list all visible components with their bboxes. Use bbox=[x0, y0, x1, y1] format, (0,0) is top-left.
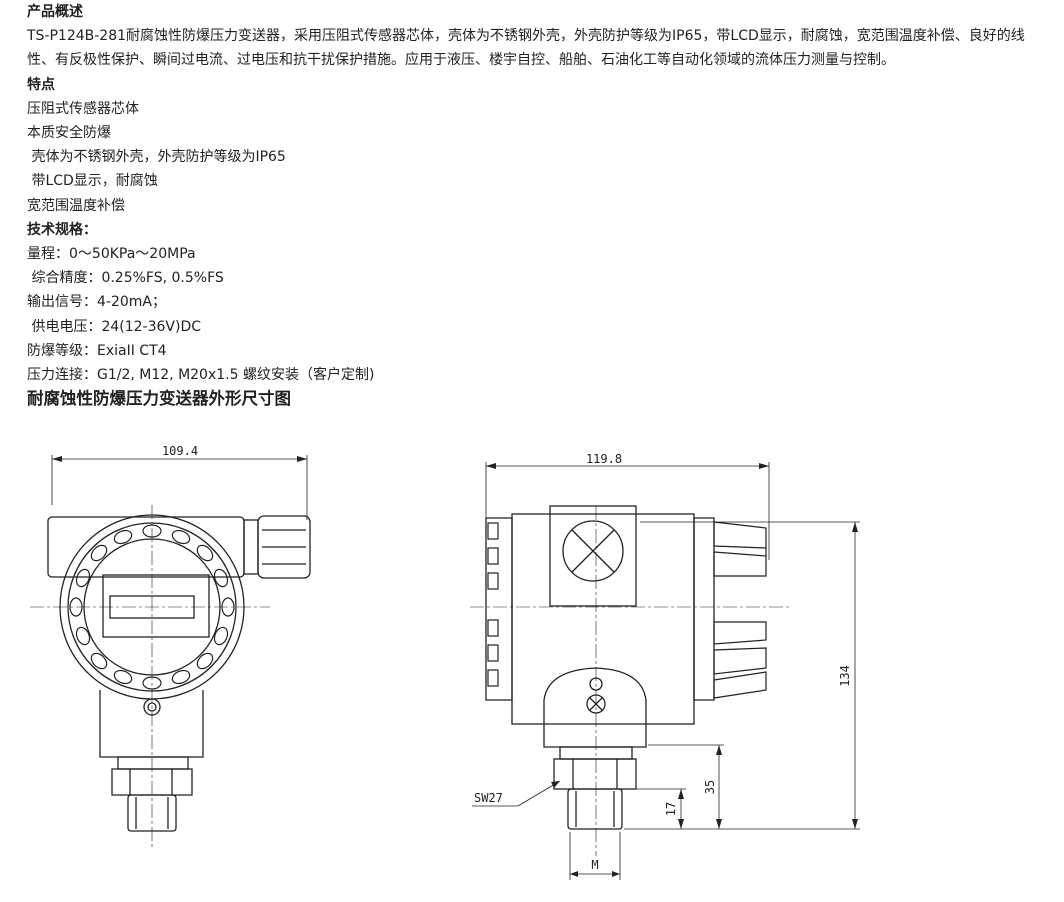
dim-front-width: 109.4 bbox=[162, 444, 198, 458]
spec-item: 压力连接：G1/2, M12, M20x1.5 螺纹安装（客户定制) bbox=[27, 367, 375, 384]
feature-item: 带LCD显示，耐腐蚀 bbox=[27, 173, 158, 190]
spec-item: 供电电压：24(12-36V)DC bbox=[27, 318, 202, 335]
dim-thread-length: 17 bbox=[664, 802, 678, 816]
features-heading: 特点 bbox=[27, 76, 55, 93]
overview-heading: 产品概述 bbox=[27, 4, 83, 20]
dim-wrench: SW27 bbox=[474, 791, 503, 805]
spec-item: 量程：0～50KPa～20MPa bbox=[27, 246, 196, 263]
spec-item: 综合精度：0.25%FS, 0.5%FS bbox=[27, 270, 224, 287]
dim-side-width: 119.8 bbox=[586, 452, 622, 466]
specs-heading: 技术规格： bbox=[27, 221, 97, 238]
document-content: 产品概述 TS-P124B-281耐腐蚀性防爆压力变送器，采用压阻式传感器芯体，… bbox=[27, 0, 1037, 410]
dim-height: 134 bbox=[838, 665, 852, 687]
side-view: 119.8 bbox=[470, 452, 860, 880]
feature-item: 压阻式传感器芯体 bbox=[27, 100, 139, 117]
overview-text: TS-P124B-281耐腐蚀性防爆压力变送器，采用压阻式传感器芯体，壳体为不锈… bbox=[27, 28, 1025, 69]
feature-item: 本质安全防爆 bbox=[27, 125, 111, 142]
dim-thread-dia: M bbox=[591, 858, 598, 872]
front-view: 109.4 bbox=[30, 444, 311, 850]
dim-neck: 35 bbox=[703, 780, 717, 794]
drawing-title: 耐腐蚀性防爆压力变送器外形尺寸图 bbox=[27, 389, 291, 409]
spec-item: 防爆等级：ExiaII CT4 bbox=[27, 342, 167, 359]
feature-item: 宽范围温度补偿 bbox=[27, 197, 125, 214]
spec-item: 输出信号：4-20mA； bbox=[27, 294, 166, 311]
feature-item: 壳体为不锈钢外壳，外壳防护等级为IP65 bbox=[27, 149, 286, 166]
